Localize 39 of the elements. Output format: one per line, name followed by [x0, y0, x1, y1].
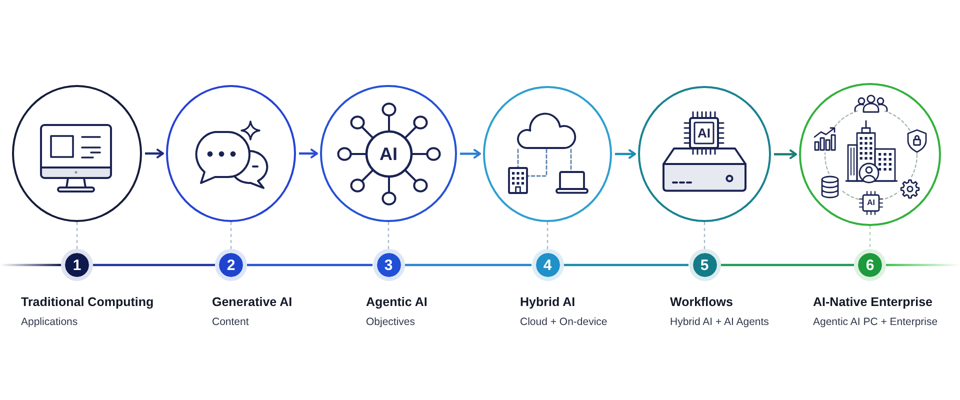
chip-label: AI: [698, 126, 710, 140]
step-subtitle: Objectives: [366, 315, 416, 329]
step-number-badge: 5: [688, 249, 720, 281]
timeline-line: [247, 264, 372, 266]
timeline-line: [886, 264, 960, 266]
dashed-connector: [230, 222, 232, 249]
step-subtitle: Hybrid AI + AI Agents: [670, 315, 769, 329]
step-title: AI-Native Enterprise: [813, 294, 932, 311]
chip-label: AI: [867, 199, 875, 207]
dashed-connector: [704, 222, 706, 249]
dashed-connector: [869, 226, 871, 249]
step-title: Workflows: [670, 294, 733, 311]
dashed-connector: [546, 222, 548, 249]
hub-label: AI: [380, 144, 398, 162]
arrow: [460, 148, 481, 159]
arrow: [145, 148, 164, 158]
dashed-connector: [76, 222, 78, 249]
timeline-line: [0, 264, 61, 266]
timeline-line: [720, 264, 854, 266]
step-number-badge: 2: [215, 249, 247, 281]
dashed-connector: [388, 222, 390, 249]
step-number-badge: 6: [854, 249, 886, 281]
timeline-line: [564, 264, 688, 266]
step-number-badge: 1: [61, 249, 93, 281]
arrow: [774, 149, 797, 160]
step-title: Generative AI: [212, 294, 292, 311]
step-subtitle: Applications: [21, 315, 78, 329]
timeline-line: [404, 264, 532, 266]
arrow: [299, 148, 318, 158]
step-title: Hybrid AI: [520, 294, 576, 311]
step-number-badge: 3: [372, 249, 404, 281]
step-subtitle: Cloud + On-device: [520, 315, 608, 329]
step-title: Agentic AI: [366, 294, 428, 311]
step-subtitle: Agentic AI PC + Enterprise: [813, 315, 938, 329]
step-number-badge: 4: [532, 249, 564, 281]
step-title: Traditional Computing: [21, 294, 154, 311]
timeline-line: [93, 264, 215, 266]
arrow: [615, 149, 636, 159]
step-subtitle: Content: [212, 315, 249, 329]
